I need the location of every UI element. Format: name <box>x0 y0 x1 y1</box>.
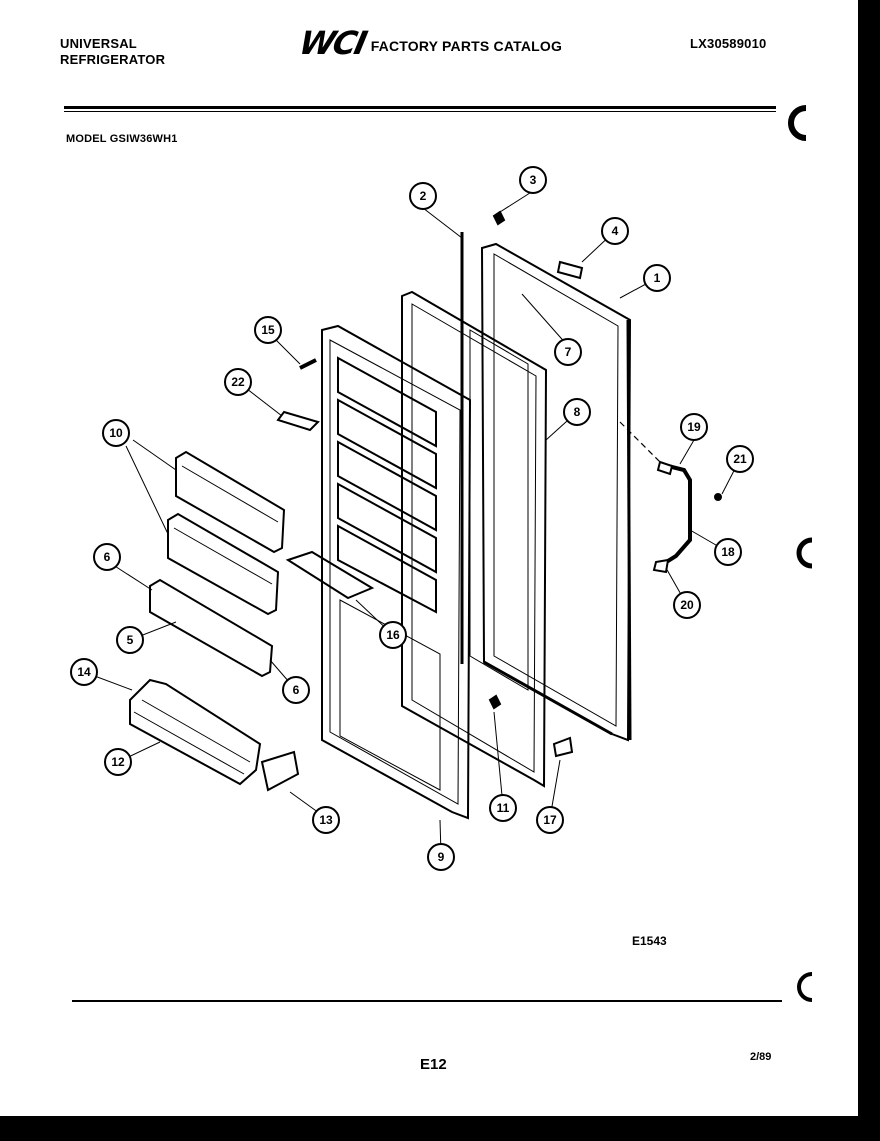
callout-circle <box>554 338 582 366</box>
binder-hole-mark <box>796 537 813 569</box>
callout-circle <box>102 419 130 447</box>
bottom-bin <box>129 678 300 792</box>
callout-label: 10 <box>109 426 123 440</box>
catalog-page: UNIVERSAL REFRIGERATOR WCI FACTORY PARTS… <box>0 0 858 1116</box>
callout-label: 15 <box>261 323 275 337</box>
callout-label: 14 <box>77 665 91 679</box>
header-rule <box>64 106 776 112</box>
callout-label: 6 <box>293 683 300 697</box>
callout-label: 8 <box>574 405 581 419</box>
screw <box>488 694 502 710</box>
callout-label: 11 <box>497 801 510 815</box>
callout-circle <box>563 398 591 426</box>
callout-circle <box>116 626 144 654</box>
brand-line-2: REFRIGERATOR <box>60 52 166 67</box>
door-gasket <box>401 290 548 788</box>
callout-label: 2 <box>420 189 427 203</box>
callout-label: 4 <box>612 224 619 238</box>
callout-label: 9 <box>438 850 445 864</box>
cover-plate <box>276 410 320 432</box>
page-number: E12 <box>420 1056 447 1073</box>
callout-label: 16 <box>386 628 400 642</box>
document-number: LX30589010 <box>690 36 767 51</box>
callout-circle <box>254 316 282 344</box>
leader-lines <box>83 190 741 856</box>
catalog-title: FACTORY PARTS CATALOG <box>370 38 563 54</box>
callout-circle <box>519 166 547 194</box>
callout-circle <box>409 182 437 210</box>
trim-insert <box>556 260 584 280</box>
callout-circle <box>312 806 340 834</box>
door-handle <box>619 421 722 574</box>
revision-date: 2/89 <box>750 1051 772 1063</box>
callout-circle <box>726 445 754 473</box>
callout-circle <box>282 676 310 704</box>
brand-line-1: UNIVERSAL <box>60 36 137 51</box>
callout-label: 7 <box>565 345 572 359</box>
callout-circle <box>680 413 708 441</box>
callout-label: 21 <box>733 452 747 466</box>
callout-circle <box>673 591 701 619</box>
callout-circle <box>536 806 564 834</box>
brand-block: UNIVERSAL REFRIGERATOR <box>60 36 165 68</box>
model-label: MODEL GSIW36WH1 <box>66 133 178 145</box>
callout-label: 17 <box>543 813 557 827</box>
callout-circle <box>489 794 517 822</box>
callout-label: 19 <box>687 420 701 434</box>
diagram-code: E1543 <box>632 934 667 948</box>
egg-tray <box>285 550 375 600</box>
footer-rule <box>72 1000 782 1002</box>
dairy-shelf <box>149 578 274 678</box>
callout-label: 22 <box>231 375 245 389</box>
callout-circle <box>104 748 132 776</box>
outer-door-panel <box>480 242 632 742</box>
callout-label: 5 <box>127 633 134 647</box>
callout-label: 12 <box>111 755 125 769</box>
inner-door-liner <box>321 324 472 820</box>
callout-label: 6 <box>104 550 111 564</box>
callout-circle <box>379 621 407 649</box>
callout-label: 13 <box>319 813 333 827</box>
callout-circle <box>224 368 252 396</box>
callout-label: 18 <box>721 545 735 559</box>
callout-circle <box>714 538 742 566</box>
callout-circle <box>601 217 629 245</box>
screw <box>492 210 506 226</box>
binder-hole-mark <box>797 972 813 1002</box>
callout-circle <box>427 843 455 871</box>
callout-circle <box>643 264 671 292</box>
callout-circle <box>93 543 121 571</box>
catalog-header: WCI FACTORY PARTS CATALOG <box>296 24 563 62</box>
hinge-bushing <box>552 736 574 758</box>
screw <box>299 358 317 370</box>
shelf-bins <box>167 450 286 616</box>
binder-hole-mark <box>788 105 807 141</box>
callout-label: 20 <box>680 598 694 612</box>
callout-circle <box>70 658 98 686</box>
callout-label: 1 <box>654 271 661 285</box>
callout-label: 3 <box>530 173 537 187</box>
